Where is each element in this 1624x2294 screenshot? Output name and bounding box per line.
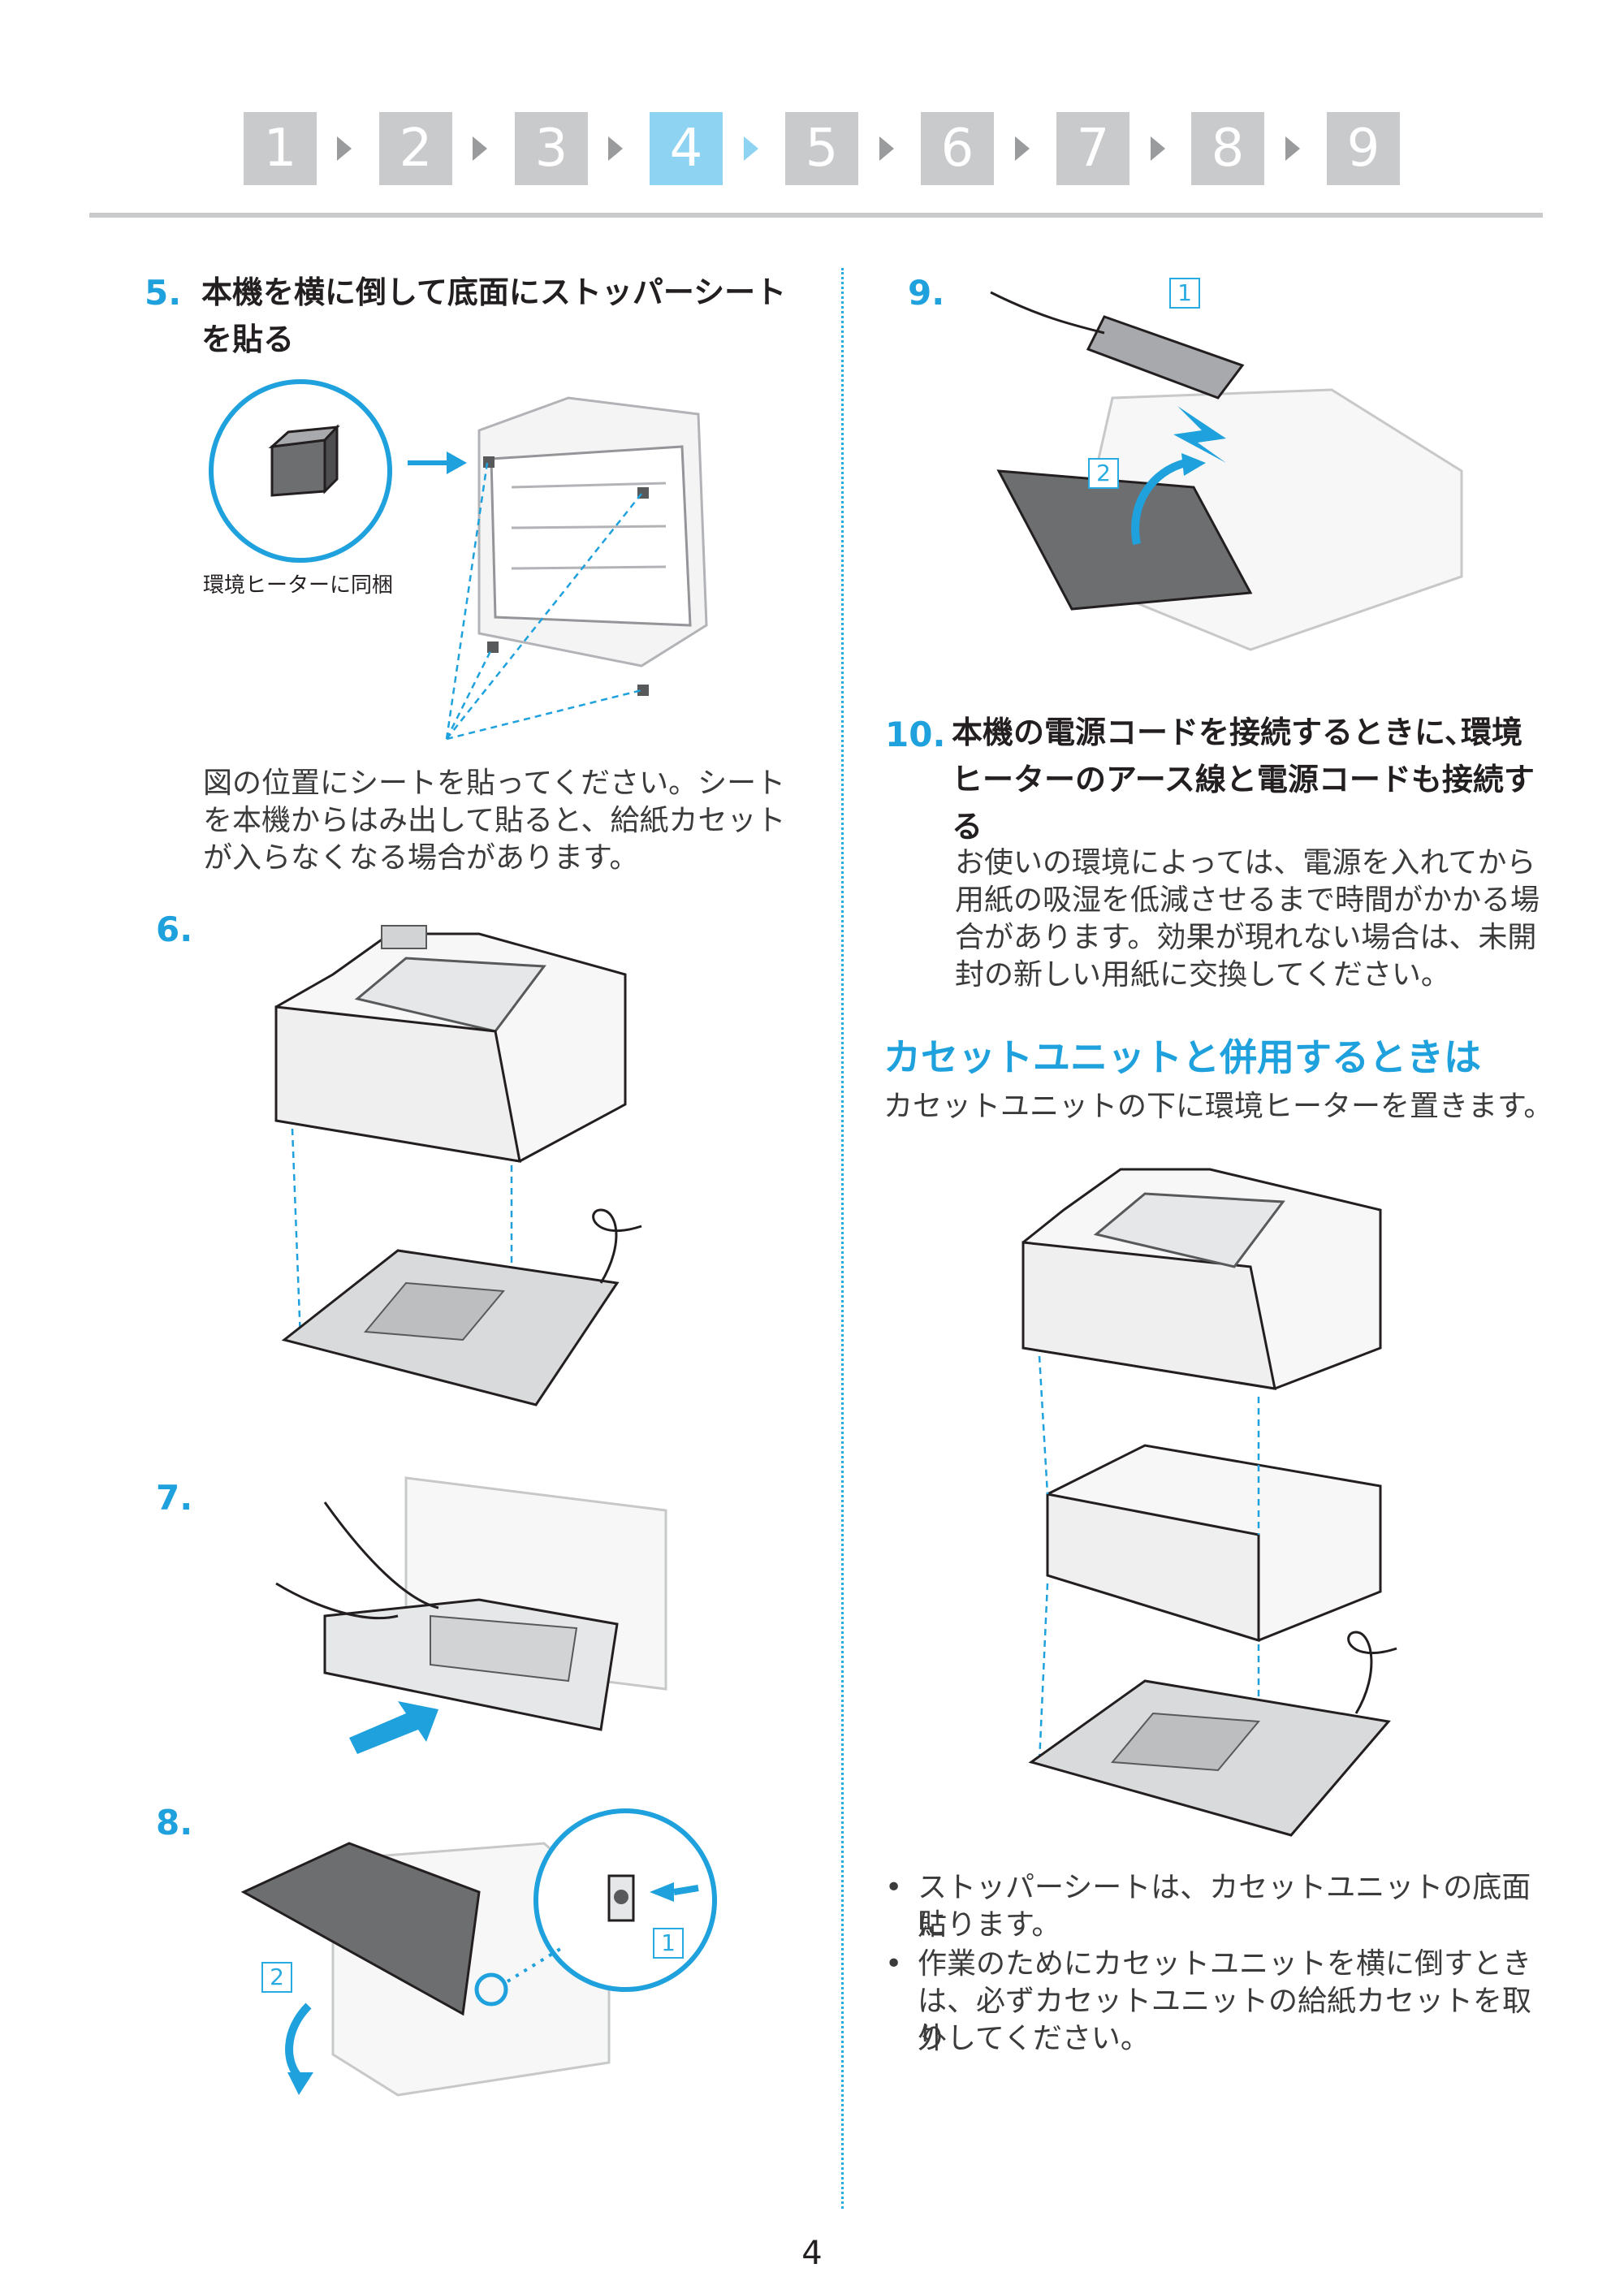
step-8-number: 8.	[156, 1803, 193, 1843]
bullet-2-line2: は、必ずカセットユニットの給紙カセットを取り	[918, 1985, 1532, 2055]
step-10-body-line3: 合があります。効果が現れない場合は、未開	[955, 921, 1537, 954]
step-arrow-icon	[1151, 136, 1165, 161]
printer-on-heater-illustration	[274, 925, 642, 1406]
step-5-title-line2: を貼る	[201, 322, 295, 357]
printer-cassette-heater-stack-illustration	[1021, 1168, 1397, 1837]
step-5-body-line3: が入らなくなる場合があります。	[203, 841, 639, 875]
cassette-section-intro: カセットユニットの下に環境ヒーターを置きます。	[883, 1090, 1553, 1123]
step-5-body-line2: を本機からはみ出して貼ると、給紙カセット	[203, 804, 786, 837]
step-5-caption: 環境ヒーターに同梱	[203, 573, 394, 598]
step-2-box: 2	[379, 112, 452, 185]
list-item: • 作業のためにカセットユニットを横に倒すとき は、必ずカセットユニットの給紙カ…	[885, 1946, 1551, 2058]
step-5-body-line1: 図の位置にシートを貼ってください。シート	[203, 767, 786, 800]
bullet-icon: •	[885, 1947, 903, 1981]
step-5-number: 5.	[145, 273, 182, 313]
step-arrow-icon	[879, 136, 894, 161]
step-arrow-icon	[744, 136, 758, 161]
cassette-section-title: カセットユニットと併用するときは	[883, 1035, 1481, 1079]
step-arrow-icon	[1015, 136, 1030, 161]
step-6-number: 6.	[156, 909, 193, 949]
bullet-1-line2: 貼ります。	[918, 1908, 1061, 1942]
list-item: • ストッパーシートは、カセットユニットの底面に 貼ります。	[885, 1869, 1551, 1944]
callout-1: 1	[653, 1928, 684, 1959]
bullet-2-line3: 外してください。	[918, 2022, 1150, 2055]
step-5-box: 5	[785, 112, 858, 185]
header-divider	[89, 213, 1543, 218]
step-3-box: 3	[515, 112, 588, 185]
step-10-title-line3: る	[952, 809, 983, 845]
step-10-number: 10.	[885, 715, 946, 754]
step-8-box: 8	[1191, 112, 1264, 185]
step-10-body-line2: 用紙の吸湿を低減させるまで時間がかかる場	[955, 883, 1540, 917]
insert-cassette-illustration	[275, 1476, 667, 1754]
step-6-box: 6	[921, 112, 994, 185]
reinsert-cartridge-illustration	[990, 291, 1463, 651]
step-9-box: 9	[1327, 112, 1400, 185]
step-10-body-line4: 封の新しい用紙に交換してください。	[955, 958, 1450, 991]
bullet-2-line1: 作業のためにカセットユニットを横に倒すとき	[918, 1947, 1532, 1981]
bullet-icon: •	[885, 1871, 903, 1904]
bullet-1-line1: ストッパーシートは、カセットユニットの底面に	[918, 1871, 1531, 1942]
step-10-body-line1: お使いの環境によっては、電源を入れてから	[955, 846, 1536, 879]
callout-2: 2	[1088, 458, 1119, 489]
page-number: 4	[801, 2235, 823, 2272]
step-7-number: 7.	[156, 1478, 193, 1518]
column-divider	[841, 268, 844, 2209]
callout-2: 2	[261, 1962, 292, 1993]
step-7-box: 7	[1056, 112, 1129, 185]
step-10-title-line1: 本機の電源コードを接続するときに､環境	[952, 715, 1523, 750]
step-4-box: 4	[650, 112, 723, 185]
step-arrow-icon	[473, 136, 487, 161]
open-front-cover-illustration	[240, 1808, 717, 2097]
step-9-number: 9.	[908, 273, 945, 313]
callout-1: 1	[1169, 278, 1200, 309]
step-1-box: 1	[244, 112, 317, 185]
step-arrow-icon	[608, 136, 623, 161]
step-arrow-icon	[337, 136, 352, 161]
step-10-title-line2: ヒーターのアース線と電源コードも接続す	[952, 762, 1535, 797]
stopper-sheet-illustration	[209, 379, 708, 741]
step-5-title-line1: 本機を横に倒して底面にストッパーシート	[201, 274, 787, 310]
step-arrow-icon	[1285, 136, 1300, 161]
